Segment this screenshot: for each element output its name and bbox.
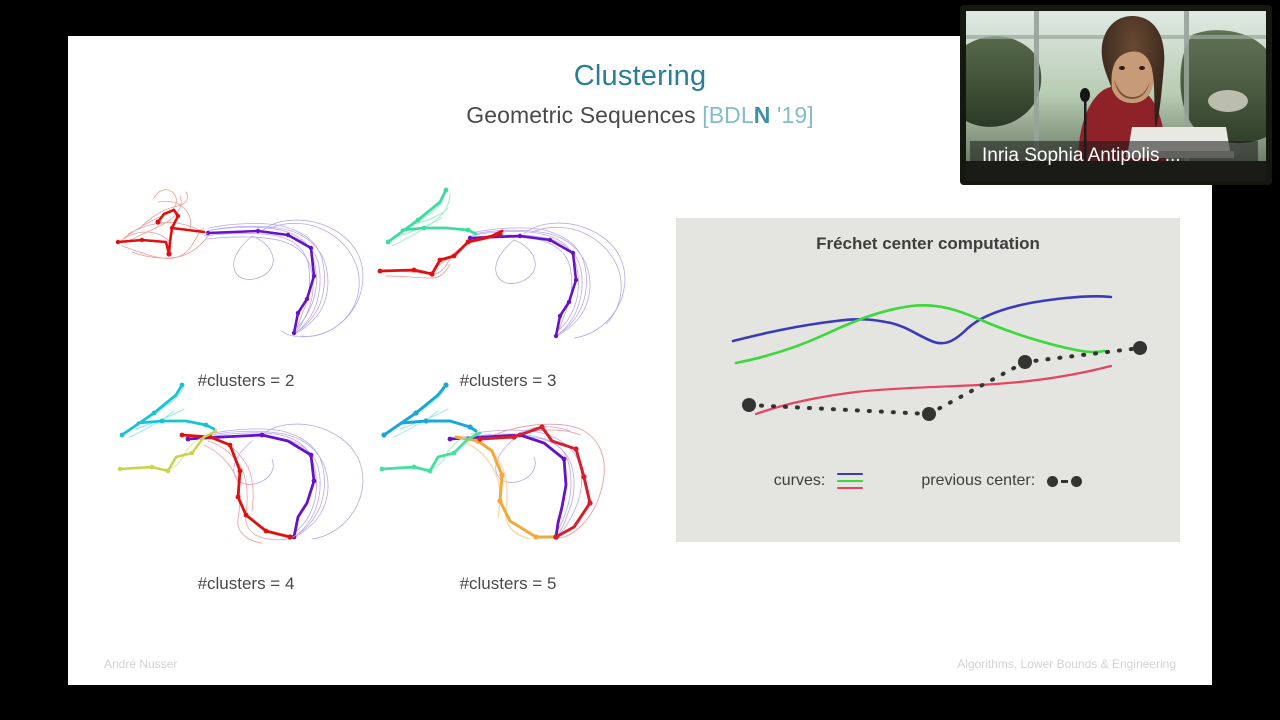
frechet-center-panel: Fréchet center computation [676,218,1180,542]
legend-previous-center-group: previous center: [921,472,1083,490]
frechet-center-chart [731,295,1147,421]
cluster-plot-3-caption: #clusters = 3 [459,371,557,390]
webcam-overlay[interactable]: Inria Sophia Antipolis ... [960,5,1272,185]
legend-previous-center-label: previous center: [921,472,1036,489]
cluster-plot-2-caption: #clusters = 2 [197,371,295,390]
frechet-panel-title: Fréchet center computation [816,234,1040,253]
cluster-plot-4-figure [117,382,364,544]
subtitle-main-text: Geometric Sequences [466,102,703,128]
slide-title-text: Clustering [573,60,707,92]
cluster-plot-3-figure [377,187,626,339]
citation-strong: N [753,102,771,128]
legend-swatch-red [837,487,864,489]
slide-subtitle: Geometric Sequences [BDLN '19] [68,102,1212,129]
webcam-caption: Inria Sophia Antipolis ... [970,141,1258,171]
legend-curves-label: curves: [773,472,826,489]
chart-series-curve-red [754,364,1113,416]
legend-dash-icon [1061,479,1069,483]
legend-curves-group: curves: [774,472,864,490]
chart-series-curve-blue [731,295,1113,345]
cluster-plot-4: #clusters = 4 [112,379,380,594]
frechet-legend: curves: previous center: [676,472,1180,490]
chart-series-previous-center [747,346,1142,416]
cluster-plot-5-caption: #clusters = 5 [459,574,557,593]
footer-series-title: Algorithms, Lower Bounds & Engineering [957,657,1176,671]
cluster-plot-2: #clusters = 2 [112,176,380,391]
legend-swatch-blue [837,473,864,475]
citation-open: [BDL [702,102,754,128]
citation-close: '19] [770,102,814,128]
cluster-plot-5-figure [379,382,605,540]
page-title: Clustering [68,60,1212,93]
chart-series-curve-green [734,304,1106,365]
cluster-plots-grid: #clusters = 2 [112,176,652,606]
footer-author: André Nusser [104,657,178,671]
legend-curve-swatches [837,473,864,489]
slide-footer: André Nusser Algorithms, Lower Bounds & … [68,657,1212,671]
previous-center-markers [742,341,1147,421]
legend-dot-right-icon [1071,475,1083,487]
citation-reference: [BDLN '19] [702,102,814,128]
cluster-plot-4-caption: #clusters = 4 [197,574,295,593]
cluster-plot-3: #clusters = 3 [374,176,642,391]
legend-previous-center-swatch [1047,475,1083,487]
legend-swatch-green [837,480,864,482]
cluster-plot-2-figure [115,189,364,338]
legend-dot-left-icon [1047,475,1059,487]
cluster-plot-5: #clusters = 5 [374,379,642,594]
